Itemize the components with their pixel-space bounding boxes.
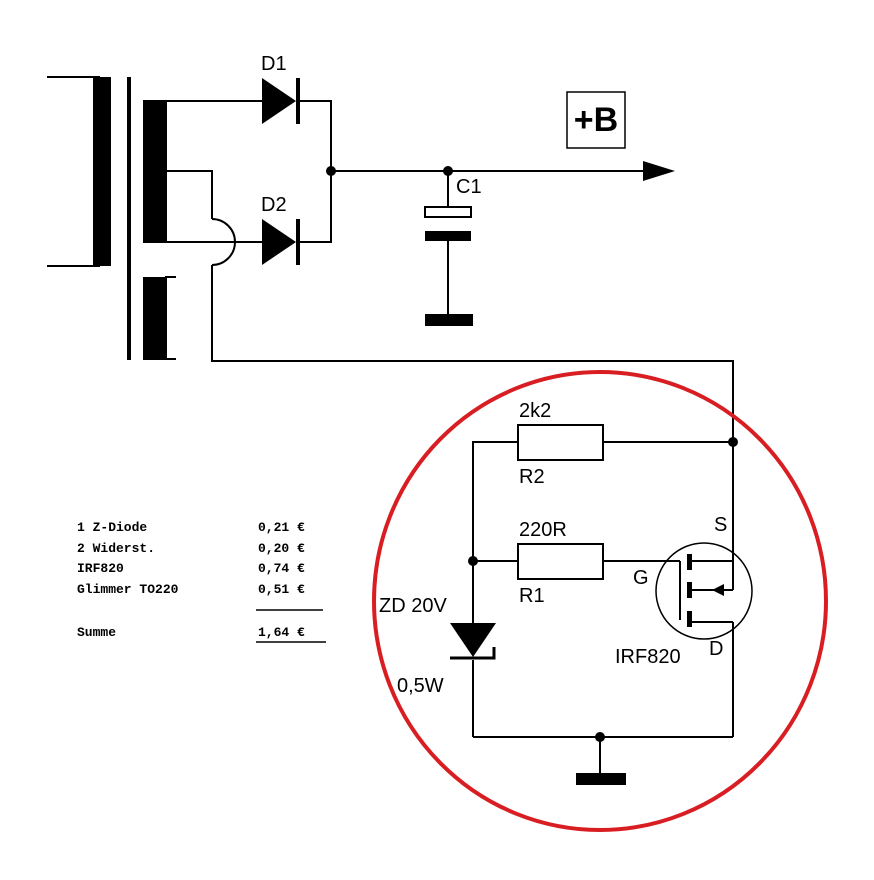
d2-triangle [262,219,296,265]
zener-diode: ZD 20V 0,5W [379,561,496,697]
primary-winding [93,77,111,266]
highlight-circle [372,370,828,832]
r2-name-label: R2 [519,466,545,488]
resistor-r2: 2k2 R2 [517,400,604,488]
ground-symbol [576,773,626,785]
d1-label: D1 [261,53,287,75]
wire-crossover-hop [211,218,236,266]
mosfet-pin-d: D [709,638,723,660]
r2-body [517,424,604,461]
transformer-core [127,77,131,360]
mosfet-name-label: IRF820 [615,646,681,668]
wire-r2-left [472,441,518,623]
parts-item-1-name: 1 Z-Diode [77,520,147,535]
d1-triangle [262,78,296,124]
zener-name-label: ZD 20V [379,595,447,617]
transformer [47,76,176,360]
node-rectifier-out [326,166,336,176]
rectifier-wiring [165,100,734,442]
mosfet-channel-seg-2 [687,582,692,598]
parts-item-4-name: Glimmer TO220 [77,582,179,597]
d2-label: D2 [261,194,287,216]
r2-value-label: 2k2 [519,400,551,422]
wire-center-tap [165,170,213,219]
bplus-arrow [643,161,675,181]
diode-d1: D1 [261,53,300,124]
mosfet-irf820: S G D IRF820 [615,514,753,668]
parts-item-3-name: IRF820 [77,561,124,576]
c1-plate-negative [425,231,471,241]
mosfet-pin-s: S [714,514,727,536]
mosfet-envelope [655,542,753,640]
parts-item-3-price: 0,74 € [258,561,305,576]
parts-list: 1 Z-Diode 0,21 € 2 Widerst. 0,20 € IRF82… [77,520,326,643]
node-ground [595,732,605,742]
node-source [728,437,738,447]
mosfet-channel-seg-3 [687,611,692,627]
parts-item-2-name: 2 Widerst. [77,541,155,556]
diode-d2: D2 [261,194,300,265]
parts-item-1-price: 0,21 € [258,520,305,535]
zener-triangle [450,623,496,657]
zener-power-label: 0,5W [397,675,444,697]
resistor-r1: 220R R1 [517,519,604,607]
secondary-winding-ht [143,100,167,243]
c1-label: C1 [456,176,482,198]
zener-bar [450,647,496,660]
wire-center-tap-to-source [211,265,734,442]
mosfet-pin-g: G [633,567,649,589]
bplus-frame [566,91,626,149]
mosfet-channel-seg-1 [687,554,692,570]
r1-name-label: R1 [519,585,545,607]
secondary-winding-heater [143,277,167,360]
r1-value-label: 220R [519,519,567,541]
parts-total-price: 1,64 € [258,625,305,640]
c1-ground-symbol [425,314,473,326]
capacitor-c1: C1 [424,171,482,326]
bplus-text: +B [574,101,618,139]
regulator-wiring [468,437,738,785]
bplus-label-box: +B [566,91,626,149]
r1-body [517,543,604,580]
parts-item-4-price: 0,51 € [258,582,305,597]
mosfet-arrow [712,584,724,596]
parts-item-2-price: 0,20 € [258,541,305,556]
c1-plate-positive [424,206,472,218]
parts-total-label: Summe [77,625,116,640]
